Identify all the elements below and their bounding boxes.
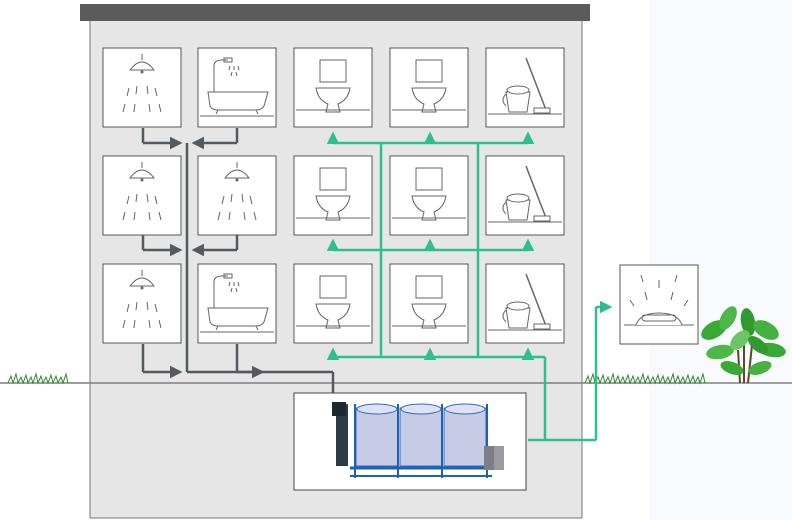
roof (80, 4, 590, 21)
room-floor-3-5 (485, 47, 565, 128)
mop-bucket-icon (488, 57, 562, 115)
greywater-pipes (141, 128, 335, 395)
toilet-icon (392, 59, 466, 113)
room-floor-3-3 (293, 47, 373, 128)
sprinkler-icon (624, 274, 694, 326)
room-floor-1-4 (389, 263, 469, 344)
room-floor-1-3 (293, 263, 373, 344)
mop-bucket-icon (488, 165, 562, 223)
toilet-icon (296, 167, 370, 221)
grass-left (7, 372, 69, 385)
outdoor-irrigation (619, 264, 699, 345)
room-floor-1-5 (485, 263, 565, 344)
room-floor-2-4 (389, 155, 469, 236)
room-floor-2-3 (293, 155, 373, 236)
toilet-icon (296, 59, 370, 113)
bathtub-icon (200, 57, 274, 117)
shower-icon (217, 162, 257, 221)
room-floor-2-2 (197, 155, 277, 236)
recycled-water-pipes (326, 131, 613, 442)
shower-icon (122, 162, 162, 221)
bathtub-icon (200, 273, 274, 333)
room-floor-3-1 (102, 47, 182, 128)
water-treatment-unit (293, 392, 527, 491)
background-tint (650, 0, 792, 520)
room-floor-1-1 (102, 263, 182, 344)
toilet-icon (296, 275, 370, 329)
room-floor-1-2 (197, 263, 277, 344)
room-floor-3-4 (389, 47, 469, 128)
toilet-icon (392, 167, 466, 221)
room-floor-3-2 (197, 47, 277, 128)
shrub-icon (701, 306, 786, 384)
room-floor-2-5 (485, 155, 565, 236)
shower-icon (122, 270, 162, 329)
toilet-icon (392, 275, 466, 329)
water-treatment-unit-icon (332, 402, 504, 478)
shower-icon (122, 54, 162, 113)
grass-right (584, 372, 706, 385)
mop-bucket-icon (488, 273, 562, 331)
room-floor-2-1 (102, 155, 182, 236)
room-grid (102, 47, 565, 344)
